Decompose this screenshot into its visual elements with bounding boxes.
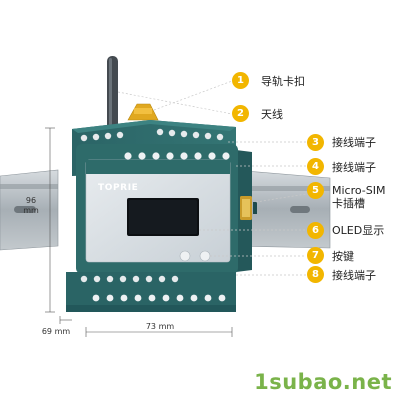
button-left [179,250,191,262]
callout-label-7: 按键 [332,250,354,263]
callout-badge-5: 5 [307,182,324,199]
callout-badge-8: 8 [307,266,324,283]
callout-badge-1: 1 [232,72,249,89]
depth-dimension-label: 69 mm [41,327,71,336]
terminal-row-lower [80,275,226,302]
callout-label-2: 天线 [261,108,283,121]
callout-badge-6: 6 [307,222,324,239]
sim-slot [240,196,257,220]
callout-label-5-line1: Micro-SIM [332,184,386,197]
din-rail [0,169,331,251]
callout-label-3: 接线端子 [332,136,376,149]
callout-label-5-line2: 卡插槽 [332,197,365,210]
rail-clip [127,103,159,121]
callout-label-1: 导轨卡扣 [261,75,305,88]
callout-label-8: 接线端子 [332,269,376,282]
callout-badge-2: 2 [232,105,249,122]
callout-label-4: 接线端子 [332,161,376,174]
terminal-row-top [80,128,224,142]
callout-badge-4: 4 [307,158,324,175]
brand-logo: TOPRIE [98,183,139,193]
callout-leaders [117,80,307,276]
callout-badge-7: 7 [307,247,324,264]
watermark: 1subao.net [254,370,392,394]
height-dimension-label: 96 mm [23,196,39,215]
callout-badge-3: 3 [307,134,324,151]
width-dimension-label: 73 mm [145,322,175,331]
dimension-lines [45,127,233,337]
callout-label-5: Micro-SIM 卡插槽 [332,184,386,210]
callout-label-6: OLED显示 [332,224,385,237]
terminal-row-second [124,152,230,160]
